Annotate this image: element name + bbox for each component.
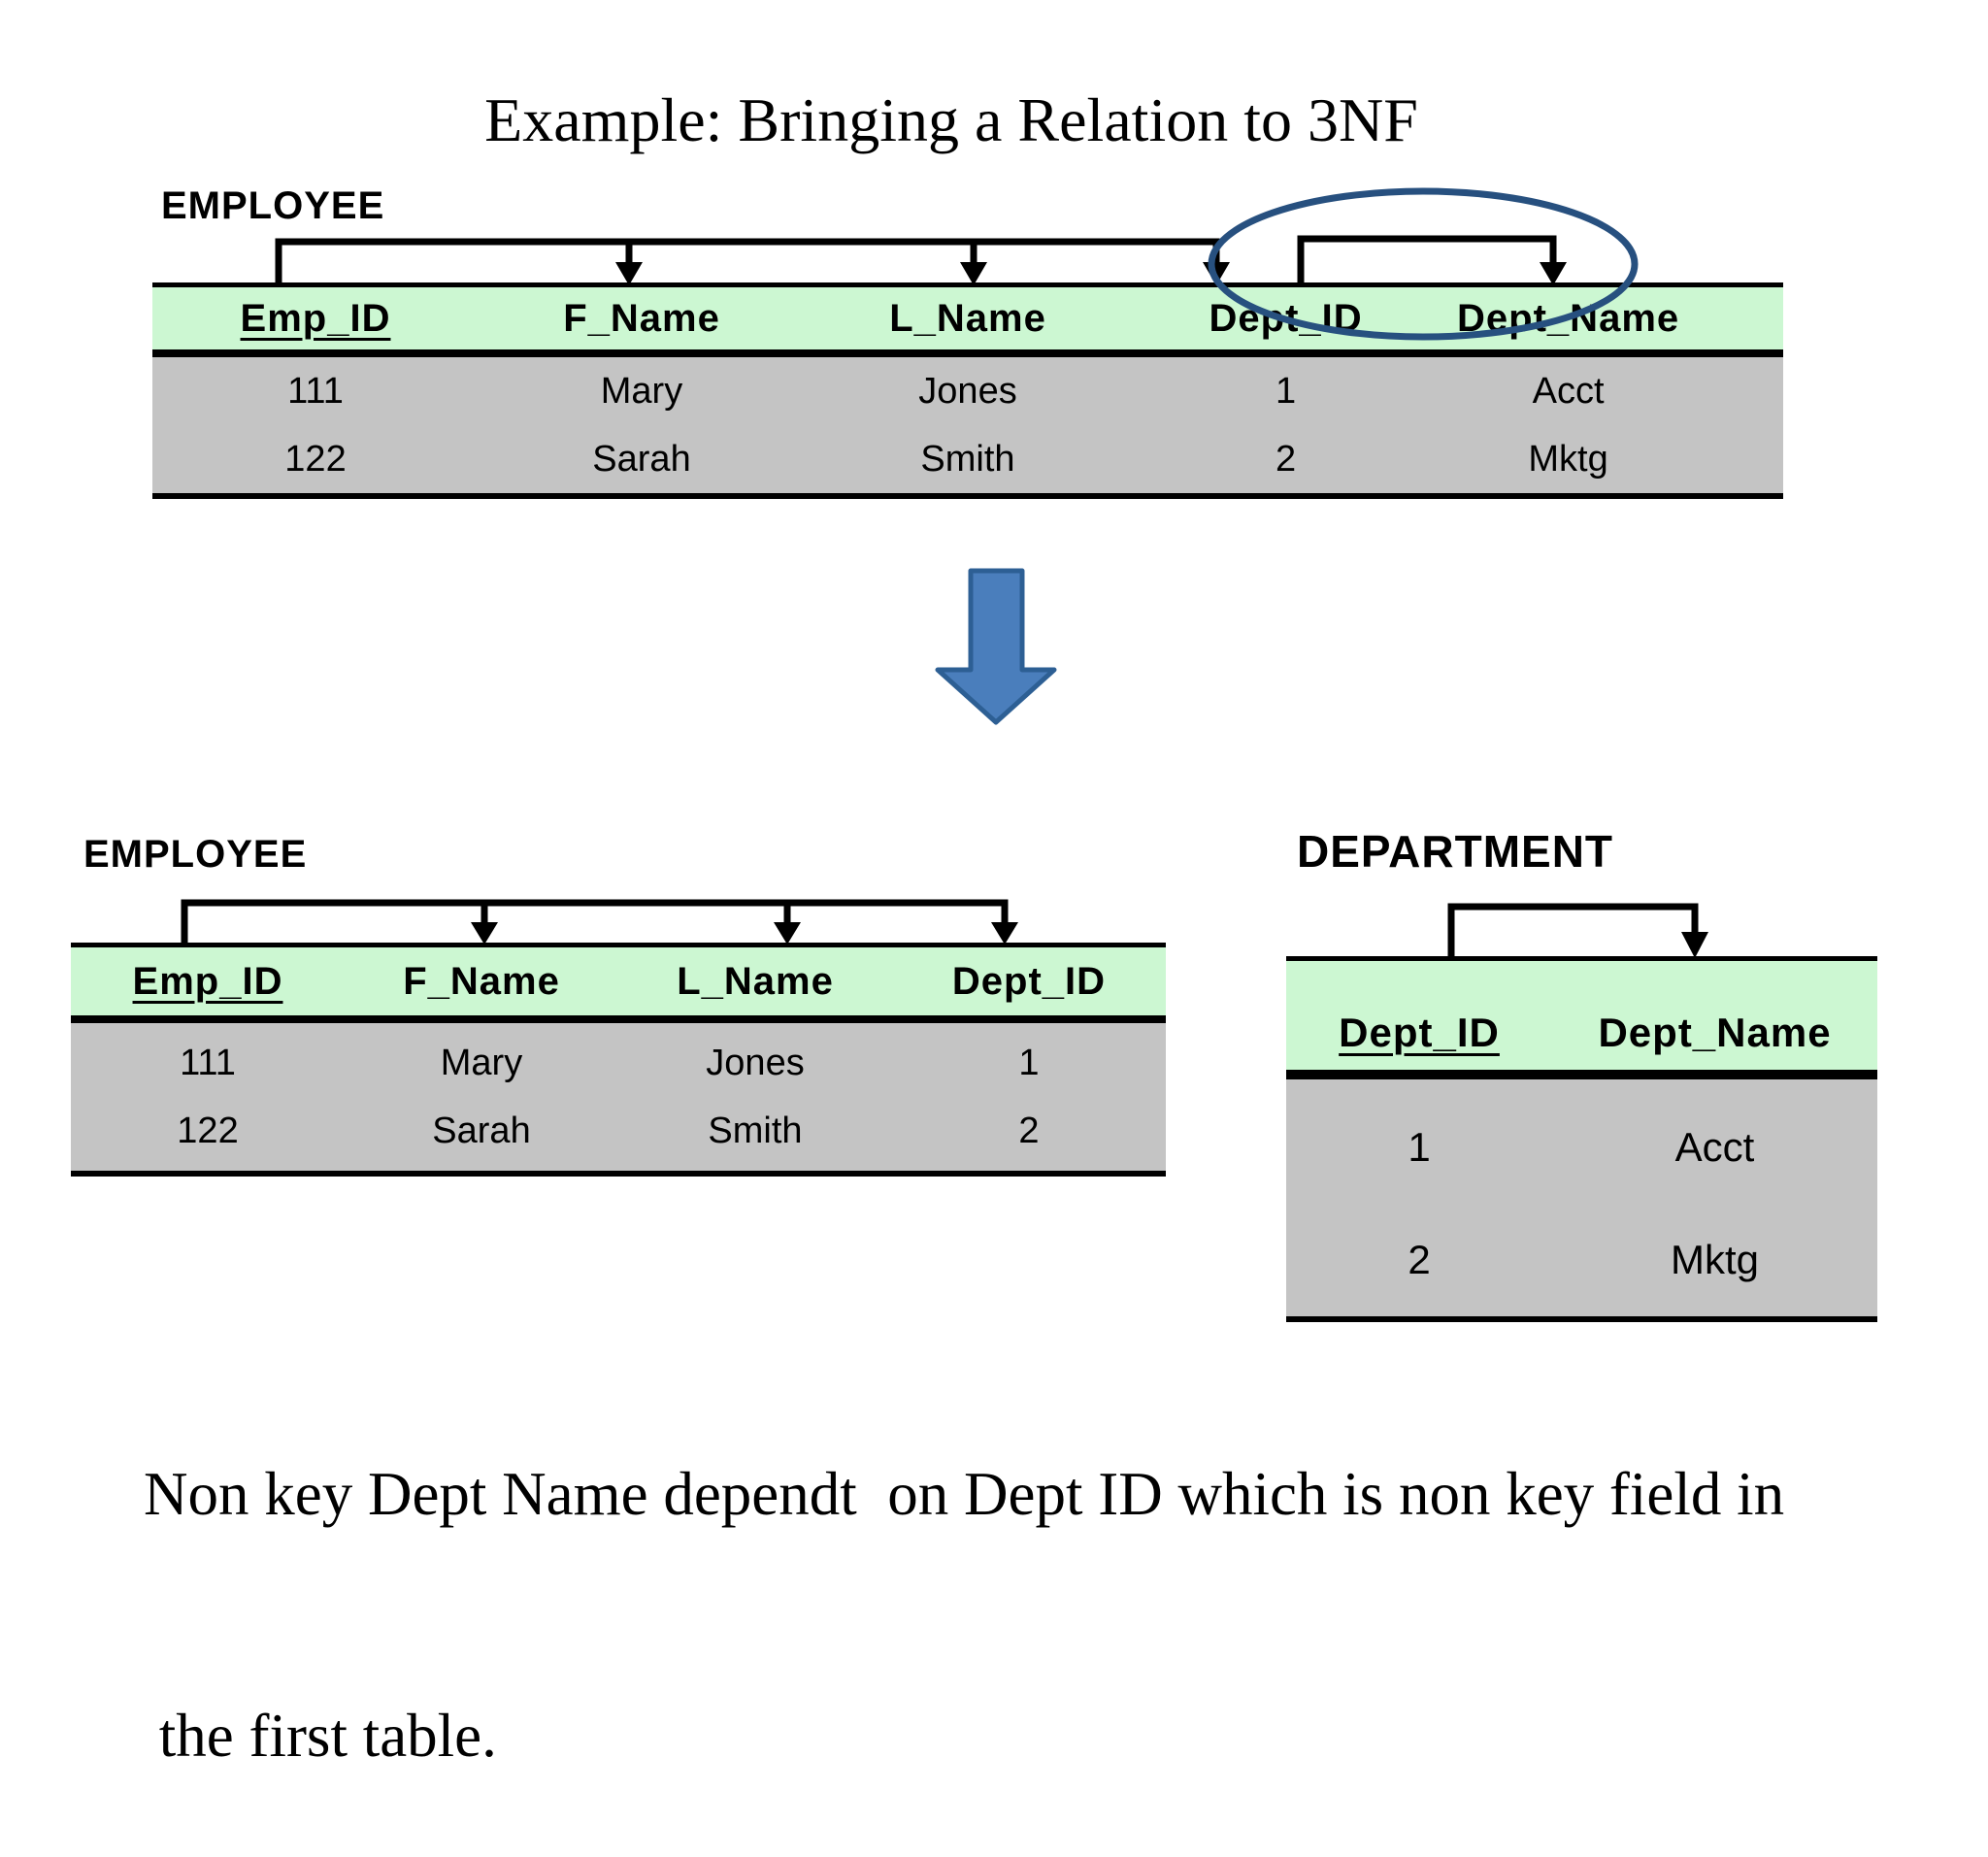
emp-id-pk-underline: Emp_ID (132, 959, 283, 1003)
fd-bracket-department (1447, 903, 1699, 957)
cell-f-name: Mary (440, 1042, 523, 1083)
employee-after-body: 111 Mary Jones 1 122 Sarah Smith 2 (71, 1023, 1166, 1171)
column-header-l-name: L_Name (677, 959, 834, 1003)
header-body-divider (71, 1015, 1166, 1023)
down-arrow-icon (935, 568, 1057, 725)
cell-dept-id: 1 (1018, 1042, 1040, 1083)
table-row: 122 Sarah Smith 2 Mktg (152, 425, 1783, 493)
employee-before-header-row: Emp_ID F_Name L_Name Dept_ID Dept_Name (152, 287, 1783, 349)
employee-after-table: Emp_ID F_Name L_Name Dept_ID 111 Mary Jo… (71, 943, 1166, 1177)
cell-dept-id: 1 (1408, 1124, 1431, 1170)
cell-dept-name: Mktg (1671, 1237, 1760, 1282)
department-body: 1 Acct 2 Mktg (1286, 1079, 1877, 1316)
fd-arrowheads-employee-after (471, 922, 1018, 945)
cell-l-name: Jones (918, 370, 1017, 412)
employee-after-header-row: Emp_ID F_Name L_Name Dept_ID (71, 947, 1166, 1015)
department-label: DEPARTMENT (1297, 826, 1614, 877)
cell-dept-id: 1 (1276, 370, 1297, 412)
employee-after-label: EMPLOYEE (83, 833, 308, 876)
cell-f-name: Mary (600, 370, 683, 412)
fd-bracket-employee-before (275, 238, 1220, 285)
cell-emp-id: 111 (287, 370, 344, 412)
cell-dept-name: Mktg (1528, 438, 1608, 480)
cell-f-name: Sarah (432, 1110, 531, 1151)
fd-bracket-employee-after (181, 899, 1009, 944)
employee-before-table: Emp_ID F_Name L_Name Dept_ID Dept_Name 1… (152, 282, 1783, 499)
fd-arrowhead-department (1681, 932, 1708, 958)
cell-emp-id: 122 (177, 1110, 239, 1151)
column-header-emp-id: Emp_ID (71, 960, 345, 1004)
cell-l-name: Jones (706, 1042, 805, 1083)
cell-l-name: Smith (708, 1110, 803, 1151)
cell-f-name: Sarah (592, 438, 691, 480)
table-row: 122 Sarah Smith 2 (71, 1097, 1166, 1165)
cell-dept-id: 2 (1408, 1237, 1431, 1282)
cell-dept-name: Acct (1674, 1124, 1755, 1170)
cell-dept-id: 2 (1276, 438, 1297, 480)
table-row: 2 Mktg (1286, 1204, 1877, 1316)
cell-emp-id: 111 (180, 1042, 236, 1083)
cell-dept-id: 2 (1018, 1110, 1040, 1151)
department-header-row: Dept_ID Dept_Name (1286, 961, 1877, 1070)
column-header-dept-id: Dept_ID (1209, 296, 1363, 340)
column-header-dept-name: Dept_Name (1457, 296, 1680, 340)
header-body-divider (152, 349, 1783, 357)
column-header-dept-id: Dept_ID (951, 959, 1107, 1003)
column-header-dept-id: Dept_ID (1286, 1010, 1552, 1070)
department-table: Dept_ID Dept_Name 1 Acct 2 Mktg (1286, 956, 1877, 1322)
note-text: Non key Dept Name dependt on Dept ID whi… (144, 1293, 1969, 1857)
table-row: 111 Mary Jones 1 Acct (152, 357, 1783, 425)
emp-id-pk-underline: Emp_ID (240, 296, 391, 340)
cell-l-name: Smith (920, 438, 1015, 480)
column-header-f-name: F_Name (403, 959, 560, 1003)
slide: { "title": "Example: Bringing a Relation… (71, 85, 1877, 1770)
dept-id-pk-underline: Dept_ID (1339, 1010, 1500, 1055)
column-header-f-name: F_Name (563, 296, 720, 340)
column-header-l-name: L_Name (889, 296, 1046, 340)
employee-before-body: 111 Mary Jones 1 Acct 122 Sarah Smith 2 … (152, 357, 1783, 493)
column-header-dept-name: Dept_Name (1598, 1010, 1832, 1055)
fd-bracket-dept-id-dept-name (1297, 235, 1557, 285)
note-line-1: Non key Dept Name dependt on Dept ID whi… (144, 1460, 1785, 1528)
page-title: Example: Bringing a Relation to 3NF (484, 85, 1418, 154)
employee-before-label: EMPLOYEE (161, 184, 385, 227)
header-body-divider (1286, 1070, 1877, 1079)
cell-dept-name: Acct (1532, 370, 1605, 412)
cell-emp-id: 122 (284, 438, 347, 480)
column-header-emp-id: Emp_ID (152, 297, 479, 341)
table-row: 1 Acct (1286, 1091, 1877, 1204)
note-line-2: the first table. (144, 1702, 497, 1770)
table-row: 111 Mary Jones 1 (71, 1029, 1166, 1097)
